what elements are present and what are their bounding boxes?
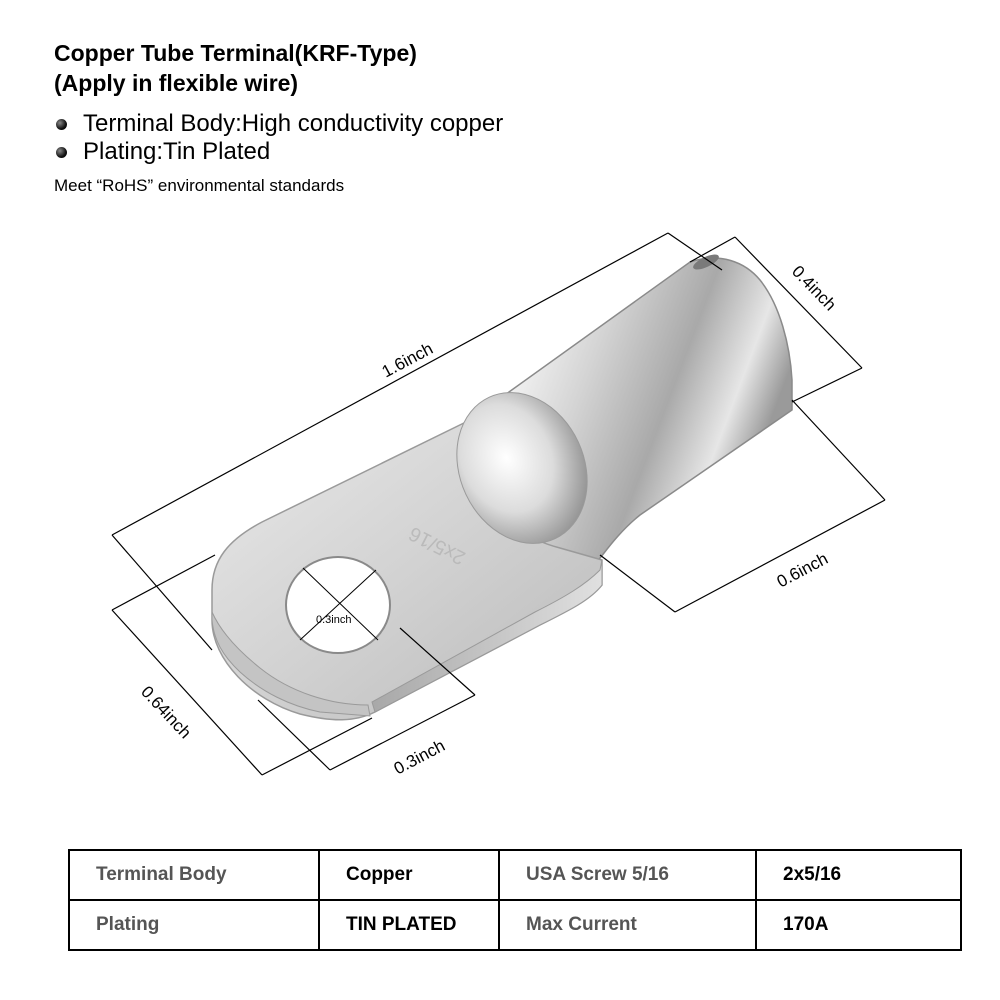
spec-key: Terminal Body [68, 849, 320, 901]
spec-value: 2x5/16 [755, 849, 962, 901]
bullet-icon [56, 118, 67, 130]
length-dimension-line [111, 232, 669, 536]
feature-text: Terminal Body:High conductivity copper [83, 110, 504, 137]
tube-diameter-dimension-label: 0.4inch [788, 262, 840, 315]
width-dimension-line [111, 609, 263, 776]
tube-length-extension-line [791, 399, 886, 501]
hole-crosshair [299, 567, 379, 641]
tube-diameter-extension-line [689, 236, 736, 263]
rohs-note: Meet “RoHS” environmental standards [54, 176, 345, 195]
table-row: Terminal Body Copper USA Screw 5/16 2x5/… [68, 849, 962, 901]
product-title: Copper Tube Terminal(KRF-Type) (Apply in… [54, 38, 417, 98]
tube-opening [693, 254, 719, 270]
hole-diameter-line [299, 569, 377, 641]
length-extension-line [667, 232, 723, 271]
terminal-rim [211, 611, 371, 717]
spec-value: TIN PLATED [318, 899, 500, 951]
feature-list: Terminal Body:High conductivity copper P… [54, 110, 503, 166]
length-extension-line [111, 534, 213, 651]
tube-bulb [456, 392, 588, 544]
hole-diameter-line [302, 567, 379, 641]
spec-key: Max Current [498, 899, 757, 951]
tongue-edge [371, 559, 603, 713]
spec-key: Plating [68, 899, 320, 951]
hole-dimension-label: 0.3inch [316, 614, 351, 626]
title-line-2: (Apply in flexible wire) [54, 70, 299, 96]
edge-extension-line [399, 627, 476, 696]
terminal-body: 2x5/16 [211, 254, 793, 721]
tube-diameter-dimension-line [734, 236, 863, 369]
bullet-icon [56, 146, 67, 158]
edge-extension-line [257, 699, 331, 771]
dimension-lines [111, 232, 886, 776]
tube-diameter-extension-line [791, 367, 863, 403]
width-extension-line [261, 717, 373, 776]
tube-length-dimension-line [674, 499, 886, 613]
feature-item: Plating:Tin Plated [54, 138, 503, 166]
spec-key: USA Screw 5/16 [498, 849, 757, 901]
table-row: Plating TIN PLATED Max Current 170A [68, 899, 962, 951]
spec-value: 170A [755, 899, 962, 951]
edge-dimension-line [329, 694, 476, 771]
spec-value: Copper [318, 849, 500, 901]
spec-table: Terminal Body Copper USA Screw 5/16 2x5/… [68, 849, 962, 951]
tube-length-extension-line [599, 554, 676, 613]
feature-text: Plating:Tin Plated [83, 138, 271, 165]
edge-dimension-label: 0.3inch [391, 736, 448, 779]
width-extension-line [111, 554, 216, 611]
feature-item: Terminal Body:High conductivity copper [54, 110, 503, 138]
title-line-1: Copper Tube Terminal(KRF-Type) [54, 40, 417, 66]
